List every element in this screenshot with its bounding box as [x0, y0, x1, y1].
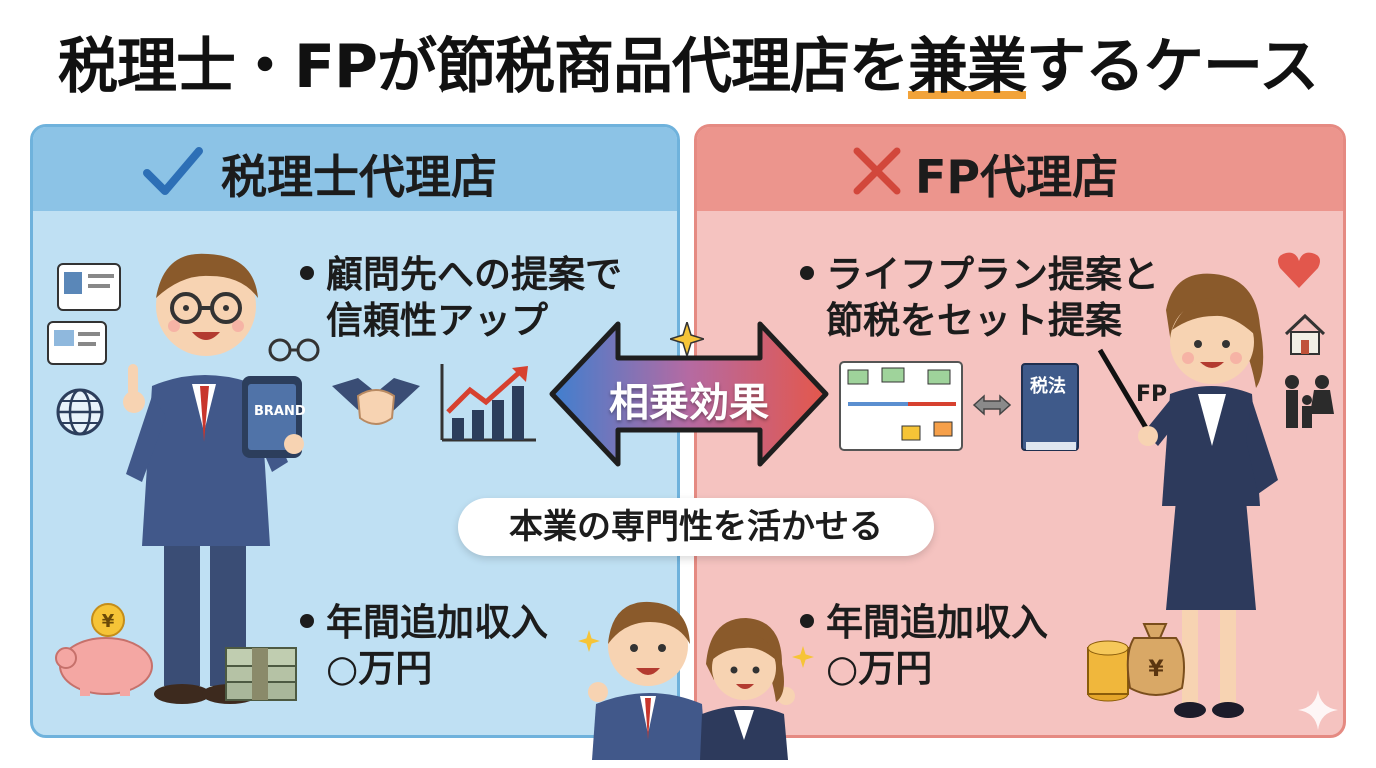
tablet-brand-label: BRAND: [254, 404, 306, 419]
right-bullet-2-line-1: 年間追加収入: [826, 601, 1048, 644]
synergy-arrow: [549, 321, 829, 467]
fp-header: FP代理店: [697, 127, 1343, 211]
sparkle-left-icon: [578, 630, 600, 652]
title-highlight: 兼業: [907, 32, 1027, 102]
business-card-icon: [47, 321, 107, 365]
check-icon: [143, 147, 203, 195]
title-part-2: するケース: [1025, 32, 1319, 102]
growth-chart-icon: [440, 364, 536, 442]
left-bullet-2-line-2: ○万円: [326, 647, 433, 690]
coins-moneybag-icon: ¥: [1087, 623, 1185, 702]
expertise-pill: 本業の専門性を活かせる: [458, 498, 934, 556]
double-arrow-icon: [972, 394, 1012, 416]
svg-text:¥: ¥: [102, 611, 115, 632]
cross-icon: [853, 147, 901, 195]
heart-icon: [1278, 252, 1320, 288]
tax-law-book-label: 税法: [1030, 376, 1066, 397]
fp-heading: FP代理店: [915, 150, 1119, 204]
right-bullet-1-line-1: ライフプラン提案と: [826, 253, 1159, 296]
sparkle-right-icon: [792, 646, 814, 668]
tax-accountant-illustration: [123, 253, 288, 704]
piggy-bank-icon: ¥: [55, 603, 153, 696]
watermark-sparkle-icon: [1298, 690, 1338, 730]
right-bullet-2-line-2: ○万円: [826, 647, 933, 690]
tax-law-book-icon: [1021, 363, 1079, 451]
left-bullet-2-line-1: 年間追加収入: [326, 601, 548, 644]
fp-tag: FP: [1136, 382, 1168, 407]
left-bullet-1-line-2: 信頼性アップ: [326, 299, 548, 342]
left-bullet-1-line-1: 顧問先への提案で: [326, 253, 622, 296]
tax-accountant-panel: 税理士代理店: [30, 124, 680, 738]
tax-accountant-header: 税理士代理店: [33, 127, 677, 211]
left-bullet-income: 年間追加収入 ○万円: [300, 600, 548, 692]
eyeglasses-icon: [268, 338, 320, 362]
left-bullet-proposal: 顧問先への提案で 信頼性アップ: [300, 252, 622, 344]
page-title: 税理士・FPが節税商品代理店を兼業するケース: [0, 18, 1376, 105]
right-bullet-lifeplan: ライフプラン提案と 節税をセット提案: [800, 252, 1159, 344]
flowchart-icon: [839, 361, 963, 451]
tax-accountant-heading: 税理士代理店: [221, 150, 497, 204]
expertise-pill-text: 本業の専門性を活かせる: [509, 507, 883, 547]
house-icon: [1284, 313, 1326, 355]
right-bullet-1-line-2: 節税をセット提案: [826, 299, 1122, 342]
handshake-icon: [332, 378, 420, 425]
family-icon: [1285, 375, 1334, 428]
svg-text:¥: ¥: [1148, 657, 1164, 682]
tablet-icon: [242, 376, 304, 458]
title-part-1: 税理士・FPが節税商品代理店を: [58, 32, 909, 102]
synergy-label: 相乗効果: [609, 380, 769, 426]
globe-icon: [56, 388, 104, 436]
cash-stack-icon: [225, 647, 297, 701]
right-bullet-income: 年間追加収入 ○万円: [800, 600, 1048, 692]
celebrating-couple-illustration: [588, 601, 795, 760]
fp-illustration: [1097, 273, 1278, 718]
id-card-icon: [57, 263, 121, 311]
sparkle-icon: [670, 322, 704, 356]
